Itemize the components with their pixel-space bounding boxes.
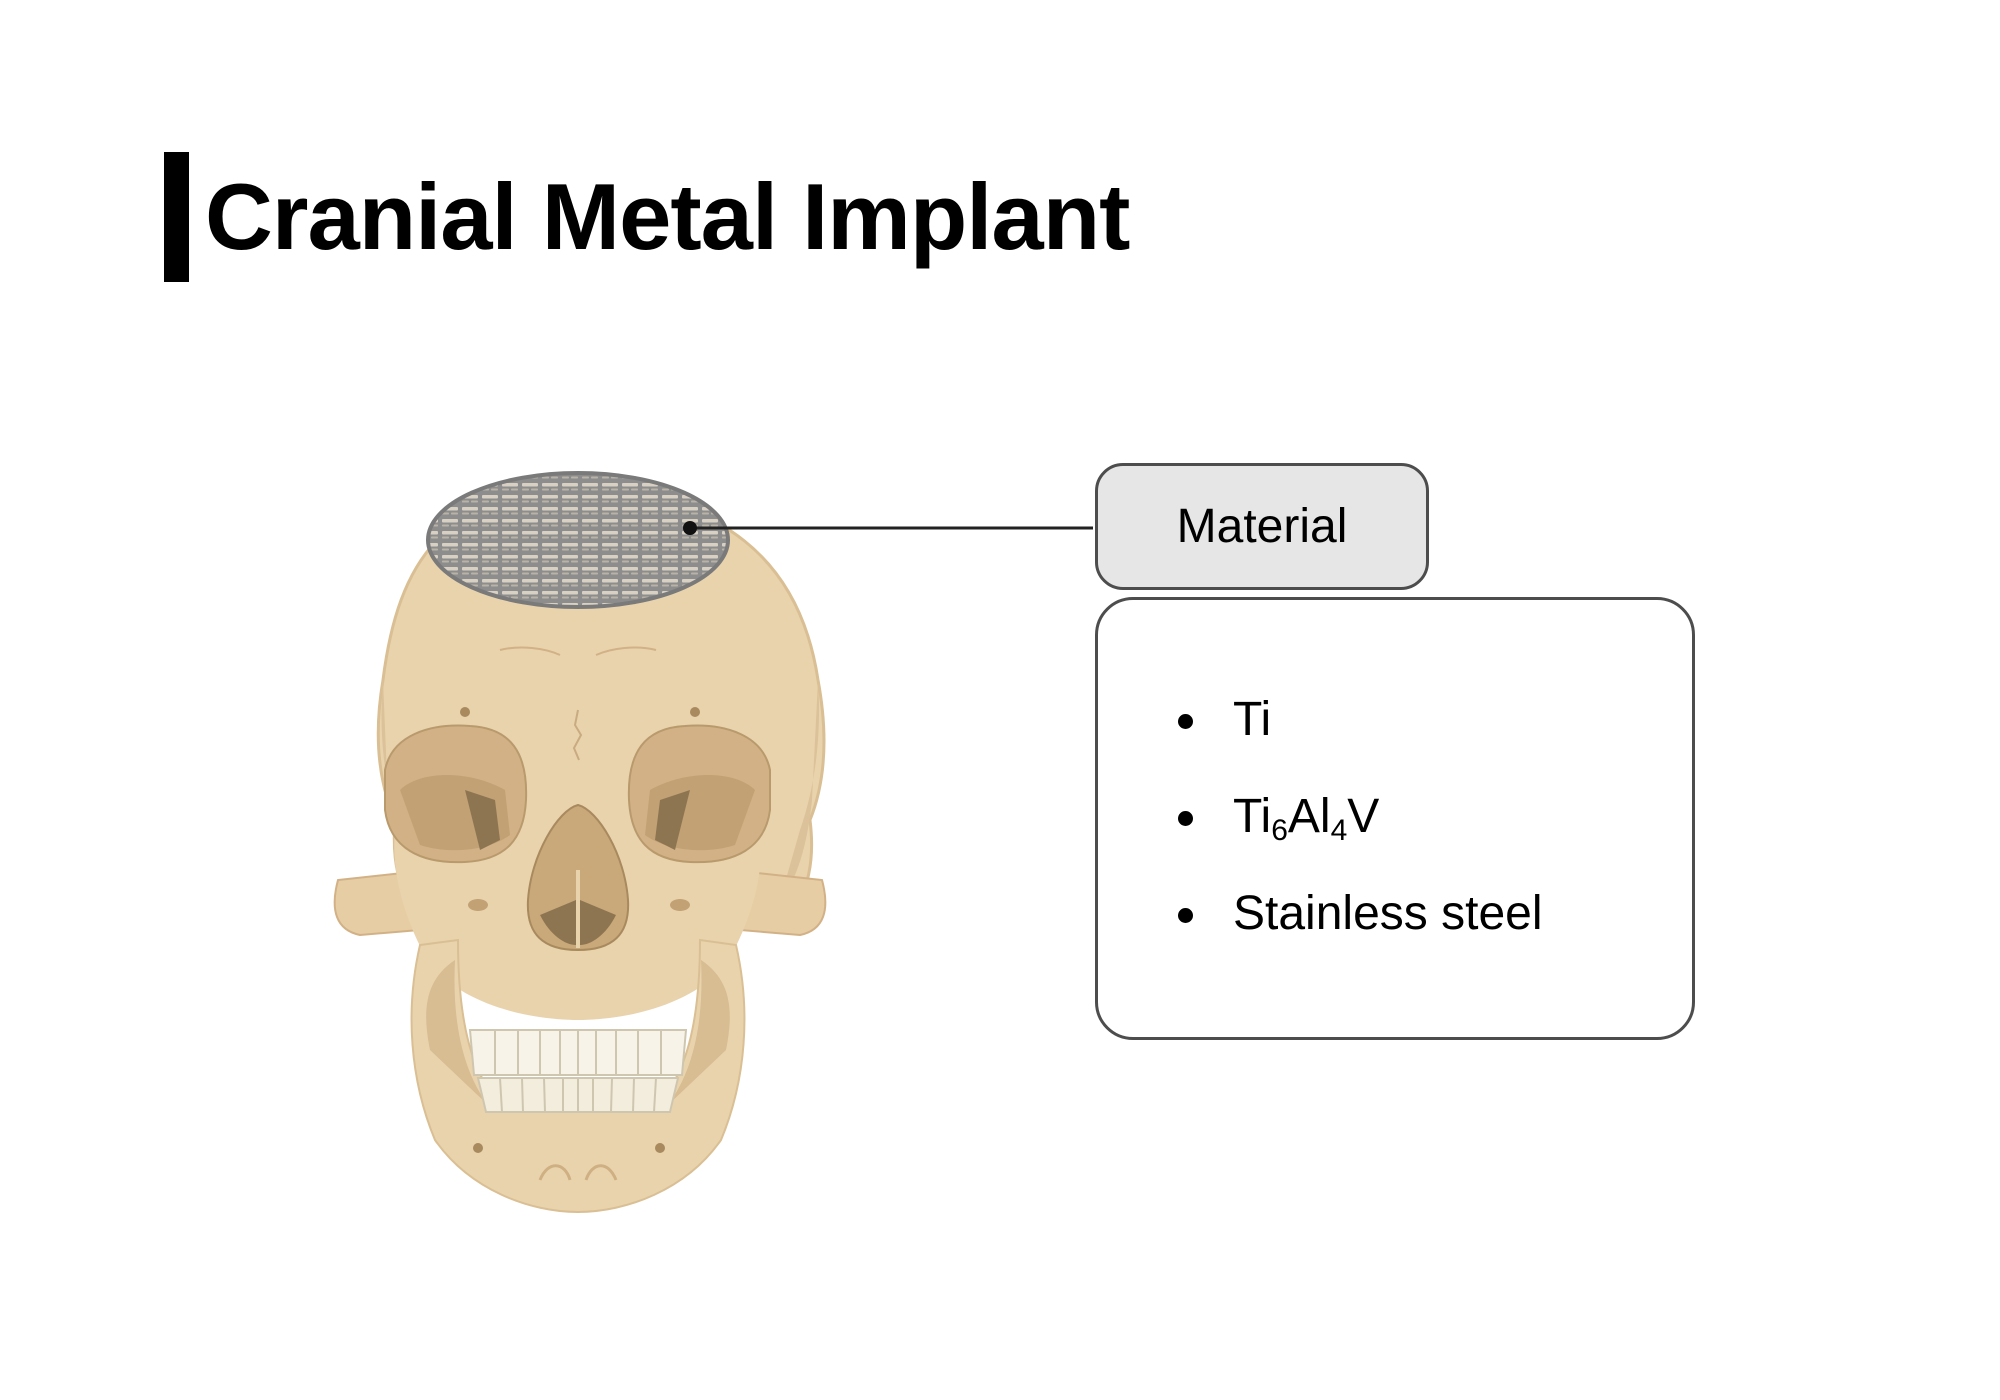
title-accent-bar [164,152,189,282]
material-item: Ti [1178,690,1543,787]
subscript: 6 [1271,814,1288,847]
callout-anchor-dot [683,521,697,535]
implant-mesh-icon [426,471,730,609]
material-text-part: Stainless steel [1233,887,1543,940]
bullet-icon [1178,714,1193,729]
page-title: Cranial Metal Implant [205,164,1130,269]
material-item-text: Ti [1233,693,1271,746]
material-text-part: Ti [1233,693,1272,746]
material-item: Ti6Al4V [1178,787,1543,884]
bullet-icon [1178,908,1193,923]
skull-icon [333,490,827,1214]
material-text-part: Ti [1233,790,1272,843]
material-label: Material [1176,500,1348,553]
subscript: 4 [1330,814,1348,847]
material-item-text: Stainless steel [1233,887,1543,940]
material-item-text: Ti6Al4V [1233,790,1380,846]
material-item: Stainless steel [1178,884,1543,981]
material-label-box: Material [1095,463,1429,590]
material-text-part: Al [1287,790,1331,843]
material-text-part: V [1347,790,1380,843]
bullet-icon [1178,811,1193,826]
